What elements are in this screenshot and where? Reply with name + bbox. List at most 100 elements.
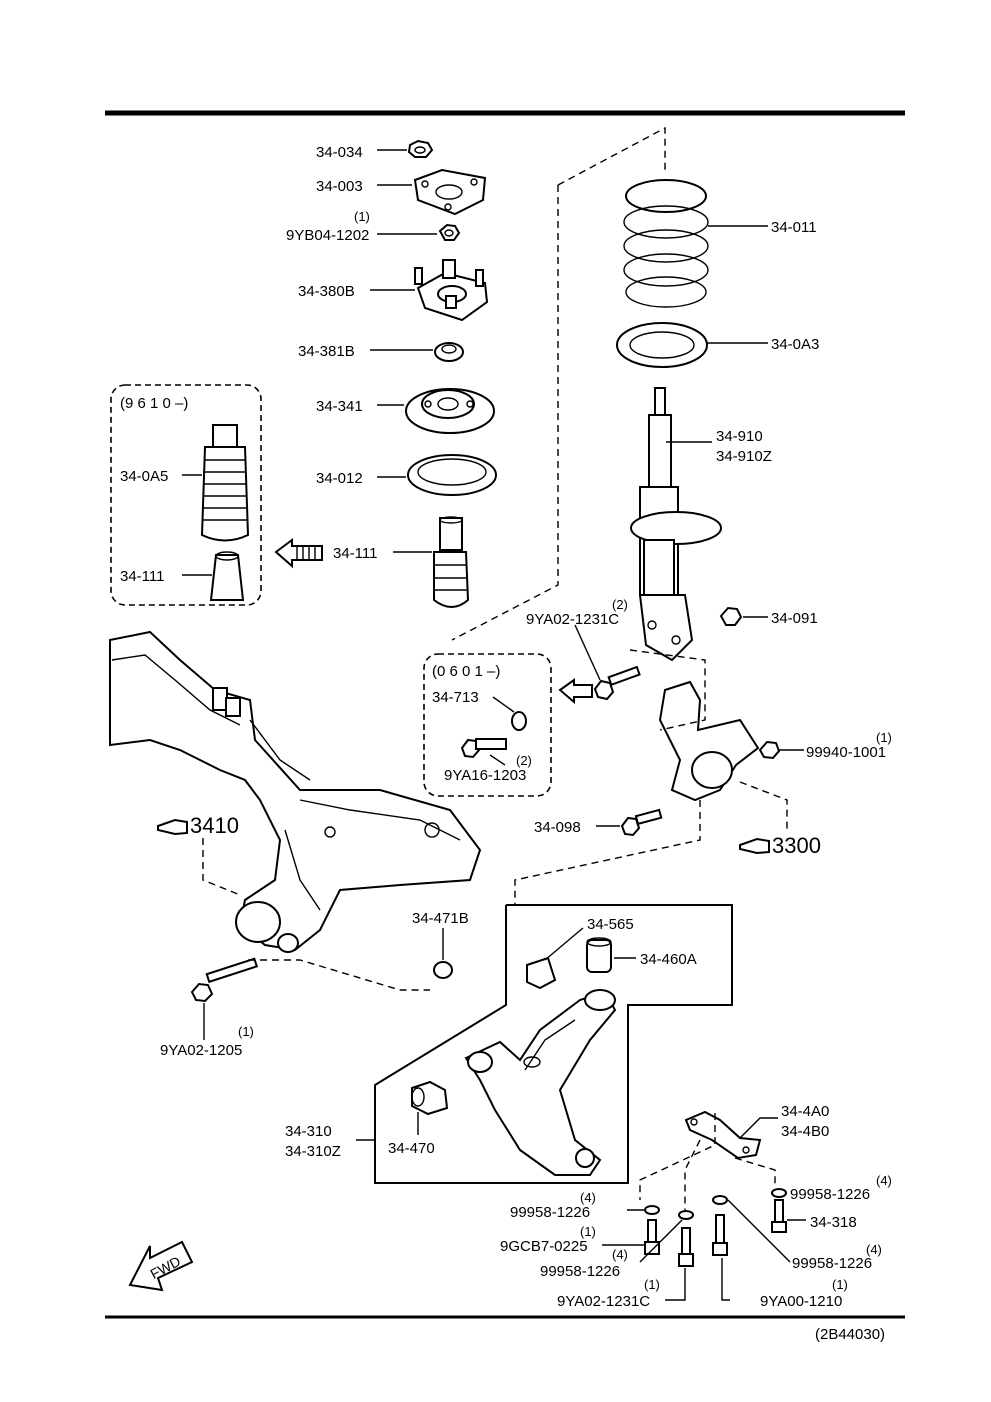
fwd-arrow-icon	[128, 1240, 194, 1292]
label-9ya02-1231c-b: 9YA02-1231C	[557, 1293, 650, 1310]
spring-insulator-part[interactable]	[407, 454, 497, 496]
lower-arm-part[interactable]	[464, 989, 617, 1176]
label-9yb04-1202: 9YB04-1202	[286, 227, 369, 244]
subframe-part	[109, 630, 482, 953]
label-date-9610: (9 6 1 0 –)	[120, 395, 188, 412]
label-9ya00-1210: 9YA00-1210	[760, 1293, 842, 1310]
label-date-0601: (0 6 0 1 –)	[432, 663, 500, 680]
label-34-4a0: 34-4A0	[781, 1103, 829, 1120]
label-34-713: 34-713	[432, 689, 479, 706]
label-34-034: 34-034	[316, 144, 363, 161]
boot-part[interactable]	[200, 424, 250, 542]
bump-stop-part[interactable]	[209, 551, 245, 601]
label-34-098: 34-098	[534, 819, 581, 836]
label-34-091: 34-091	[771, 610, 818, 627]
spacer-part[interactable]	[433, 961, 453, 979]
front-bushing-part[interactable]	[411, 1080, 449, 1116]
label-34-341: 34-341	[316, 398, 363, 415]
label-9gcb7-0225: 9GCB7-0225	[500, 1238, 588, 1255]
rear-bushing-alt-part[interactable]	[586, 937, 612, 973]
upper-spring-seat-part[interactable]	[405, 388, 495, 434]
label-34-0a5: 34-0A5	[120, 468, 168, 485]
label-34-003: 34-003	[316, 178, 363, 195]
label-9ya02-1231c: 9YA02-1231C	[526, 611, 619, 628]
washer-part[interactable]	[511, 711, 527, 731]
label-99940-1001: 99940-1001	[806, 744, 886, 761]
mount-plate-part[interactable]	[413, 168, 487, 216]
label-34-012: 34-012	[316, 470, 363, 487]
label-34-565: 34-565	[587, 916, 634, 933]
bearing-part[interactable]	[434, 342, 464, 362]
qty-9ya16: (2)	[516, 753, 532, 768]
boot-bump-stop-part[interactable]	[433, 516, 470, 608]
qty-9ya02-1231c: (2)	[612, 597, 628, 612]
ref-3410: 3410	[190, 813, 239, 838]
washer-a-part[interactable]	[644, 1205, 660, 1215]
strut-mount-stack	[370, 139, 497, 608]
label-34-011: 34-011	[771, 219, 817, 236]
bolt-c-part[interactable]	[712, 1214, 728, 1256]
label-34-910z: 34-910Z	[716, 448, 772, 465]
washer-d-part[interactable]	[712, 1195, 728, 1205]
lower-arm-bracket	[374, 904, 733, 1184]
qty-9gcb7: (1)	[580, 1224, 596, 1239]
qty-99958-d: (4)	[866, 1242, 882, 1257]
label-99958-1226-c: 99958-1226	[540, 1263, 620, 1280]
adjust-arrow-icon	[558, 678, 593, 705]
label-34-0a3: 34-0A3	[771, 336, 819, 353]
washer-b-part[interactable]	[771, 1188, 787, 1198]
strut-mount-part[interactable]	[414, 259, 489, 322]
label-34-310z: 34-310Z	[285, 1143, 341, 1160]
label-34-310: 34-310	[285, 1123, 332, 1140]
label-9ya02-1205: 9YA02-1205	[160, 1042, 242, 1059]
label-34-460a: 34-460A	[640, 951, 697, 968]
label-9ya16-1203: 9YA16-1203	[444, 767, 526, 784]
label-34-111: 34-111	[333, 545, 377, 562]
washer-c-part[interactable]	[678, 1210, 694, 1220]
ref-hand-icon	[157, 818, 188, 836]
label-34-471b: 34-471B	[412, 910, 469, 927]
label-34-910: 34-910	[716, 428, 763, 445]
lock-nut-part[interactable]	[438, 223, 461, 241]
ref-3300: 3300	[772, 833, 821, 858]
ref-hand-icon-2	[739, 837, 770, 855]
strut-bolt-part[interactable]	[593, 665, 641, 701]
qty-99958-b: (4)	[876, 1173, 892, 1188]
bolt-b-part[interactable]	[678, 1227, 694, 1267]
strut-nut-part[interactable]	[719, 606, 743, 626]
qty-9ya00: (1)	[832, 1277, 848, 1292]
label-99958-1226-d: 99958-1226	[792, 1255, 872, 1272]
subframe-bolt-part[interactable]	[190, 957, 259, 1003]
qty-99940: (1)	[876, 730, 892, 745]
coil-spring-part[interactable]	[623, 179, 709, 308]
knuckle-bolt-part[interactable]	[620, 808, 663, 837]
label-34-470: 34-470	[388, 1140, 435, 1157]
qty-9ya02-1205: (1)	[238, 1024, 254, 1039]
reference-code: (2B44030)	[815, 1326, 885, 1343]
strut-shock-part[interactable]	[630, 387, 722, 662]
steering-knuckle-part[interactable]	[658, 680, 760, 802]
bolt-d-part[interactable]	[771, 1199, 787, 1233]
top-nut-part[interactable]	[407, 139, 434, 158]
bolt-a-part[interactable]	[644, 1219, 660, 1255]
adjust-bolt-part[interactable]	[460, 738, 507, 759]
label-34-380b: 34-380B	[298, 283, 355, 300]
revision-box-adjust-bolt	[423, 653, 552, 797]
label-34-381b: 34-381B	[298, 343, 355, 360]
label-34-111-box: 34-111	[120, 568, 164, 585]
qty-99958-c: (4)	[612, 1247, 628, 1262]
knuckle-nut-part[interactable]	[758, 740, 781, 760]
qty-9ya02-1231c-b: (1)	[644, 1277, 660, 1292]
lower-spring-seat-part[interactable]	[616, 322, 708, 368]
label-34-318: 34-318	[810, 1214, 857, 1231]
rear-bushing-part[interactable]	[526, 956, 557, 990]
label-99958-1226-a: 99958-1226	[510, 1204, 590, 1221]
qty-9yb04: (1)	[354, 209, 370, 224]
revision-box-bump-stop	[110, 384, 262, 606]
lower-arm-bracket-part[interactable]	[684, 1110, 762, 1160]
replacement-arrow-icon	[274, 538, 323, 569]
qty-99958-a: (4)	[580, 1190, 596, 1205]
label-99958-1226-b: 99958-1226	[790, 1186, 870, 1203]
